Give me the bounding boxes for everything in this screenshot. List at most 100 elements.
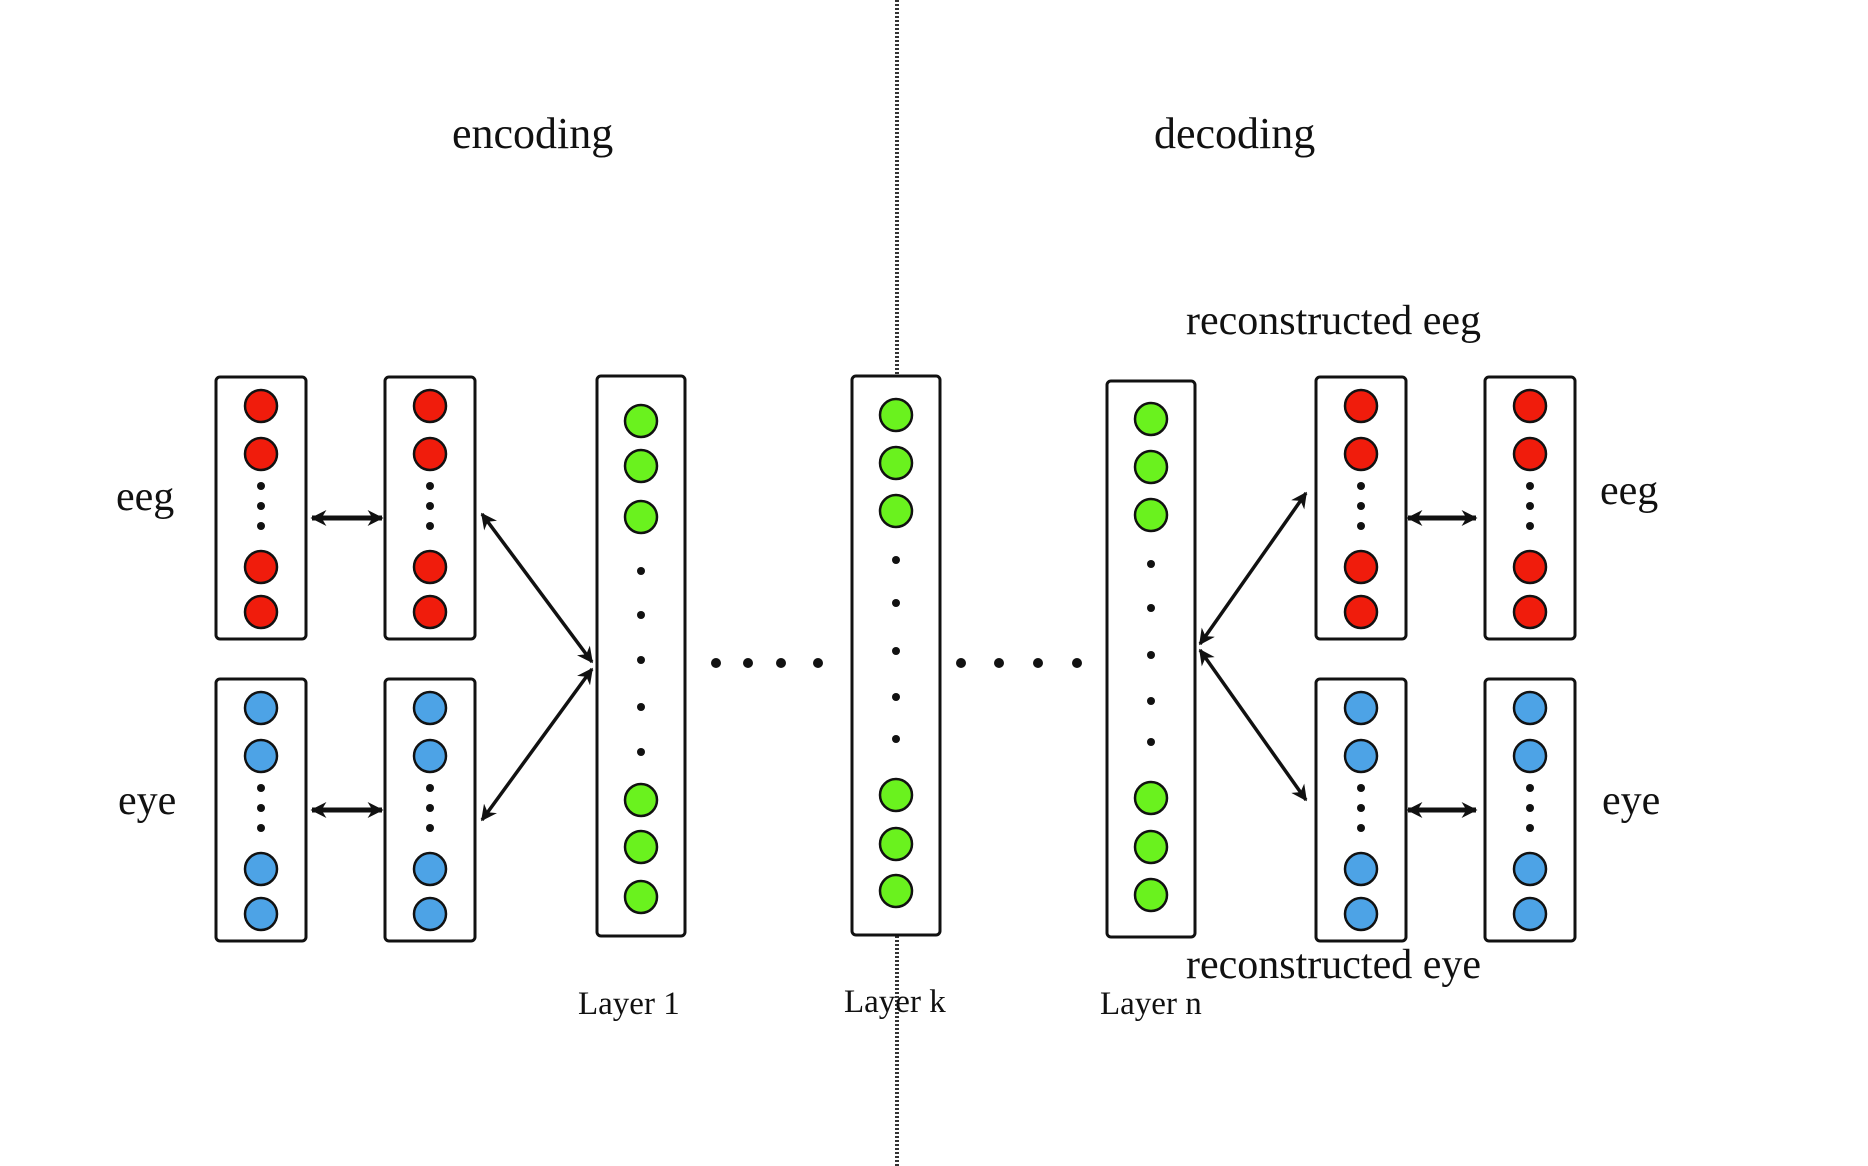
input-eeg-label: eeg	[116, 474, 175, 520]
layer-n-ellipsis-dot	[1147, 560, 1155, 568]
layer-n-node	[1133, 401, 1169, 437]
layer-k-node	[878, 873, 914, 909]
layer-k-label: Layer k	[844, 984, 946, 1020]
layer-n-ellipsis-dot	[1147, 738, 1155, 746]
input-eye-ellipsis-dot	[257, 824, 265, 832]
layer-n-node	[1133, 829, 1169, 865]
encoding-ellipsis-dot	[776, 658, 786, 668]
output-eye-ellipsis-dot	[1526, 804, 1534, 812]
input-eeg-ellipsis-dot	[257, 482, 265, 490]
input-eye-ellipsis-dot	[257, 784, 265, 792]
encoded-eye-node	[412, 851, 448, 887]
input-eeg-node	[243, 388, 279, 424]
layer-n-node	[1133, 780, 1169, 816]
encoded-eeg-ellipsis-dot	[426, 522, 434, 530]
encoded-eeg-ellipsis-dot	[426, 482, 434, 490]
input-eye-node	[243, 690, 279, 726]
encoded-eye-ellipsis-dot	[426, 824, 434, 832]
arrow-layern-to-eeg	[1198, 491, 1308, 646]
input-eye-label: eye	[118, 778, 177, 824]
decoded-eeg-node	[1343, 388, 1379, 424]
layer-n-node	[1133, 449, 1169, 485]
output-eye-node	[1512, 690, 1548, 726]
layer-n-node	[1133, 497, 1169, 533]
layer-1-ellipsis-dot	[637, 611, 645, 619]
layer-k-ellipsis-dot	[892, 647, 900, 655]
decoding-heading: decoding	[1154, 109, 1316, 158]
decoded-eye-ellipsis-dot	[1357, 784, 1365, 792]
decoded-eeg-node	[1343, 549, 1379, 585]
output-eeg-node	[1512, 388, 1548, 424]
input-eye-ellipsis-dot	[257, 804, 265, 812]
layer-1-node	[623, 829, 659, 865]
decoding-ellipsis-dot	[956, 658, 966, 668]
encoded-eye-node	[412, 738, 448, 774]
output-eye-label: eye	[1602, 778, 1661, 824]
layer-k-ellipsis-dot	[892, 599, 900, 607]
output-eye-ellipsis-dot	[1526, 824, 1534, 832]
layer-1-node	[623, 782, 659, 818]
output-eeg-ellipsis-dot	[1526, 482, 1534, 490]
decoding-ellipsis-dot	[1072, 658, 1082, 668]
layer-k-ellipsis-dot	[892, 735, 900, 743]
encoded-eye-node	[412, 896, 448, 932]
input-eeg-node	[243, 549, 279, 585]
reconstructed-eye-label: reconstructed eye	[1186, 942, 1482, 988]
layer-1-ellipsis-dot	[637, 656, 645, 664]
encoded-eeg-node	[412, 436, 448, 472]
layer-1-ellipsis-dot	[637, 703, 645, 711]
layer-n-label: Layer n	[1100, 986, 1202, 1022]
layer-k-ellipsis-dot	[892, 693, 900, 701]
layer-n-node	[1133, 877, 1169, 913]
encoded-eye-node	[412, 690, 448, 726]
layer-k-ellipsis-dot	[892, 556, 900, 564]
decoded-eye-ellipsis-dot	[1357, 804, 1365, 812]
input-eye-node	[243, 851, 279, 887]
input-eeg-node	[243, 436, 279, 472]
output-eye-node	[1512, 896, 1548, 932]
layer-k-node	[878, 445, 914, 481]
layer-1-node	[623, 879, 659, 915]
encoded-eeg-node	[412, 549, 448, 585]
input-eeg-ellipsis-dot	[257, 502, 265, 510]
decoded-eeg-node	[1343, 594, 1379, 630]
decoded-eye-node	[1343, 851, 1379, 887]
arrow-eeg-to-layer1	[480, 512, 594, 664]
layer-1-ellipsis-dot	[637, 748, 645, 756]
layer-k-node	[878, 826, 914, 862]
decoded-eeg-ellipsis-dot	[1357, 522, 1365, 530]
layer-1-ellipsis-dot	[637, 567, 645, 575]
decoded-eeg-ellipsis-dot	[1357, 502, 1365, 510]
layer-1-node	[623, 403, 659, 439]
encoded-eeg-ellipsis-dot	[426, 502, 434, 510]
input-eeg-node	[243, 594, 279, 630]
decoded-eye-node	[1343, 690, 1379, 726]
layer-1-node	[623, 499, 659, 535]
encoded-eye-ellipsis-dot	[426, 804, 434, 812]
output-eeg-ellipsis-dot	[1526, 502, 1534, 510]
layer-k-node	[878, 493, 914, 529]
reconstructed-eeg-label: reconstructed eeg	[1186, 298, 1482, 344]
encoded-eye-ellipsis-dot	[426, 784, 434, 792]
decoding-ellipsis-dot	[994, 658, 1004, 668]
arrow-eye-to-layer1	[480, 667, 594, 822]
encoded-eeg-node	[412, 594, 448, 630]
layer-1-label: Layer 1	[578, 986, 680, 1022]
layer-k-node	[878, 777, 914, 813]
decoded-eeg-ellipsis-dot	[1357, 482, 1365, 490]
layer-k-box	[850, 374, 942, 937]
encoding-heading: encoding	[452, 109, 614, 158]
decoded-eye-node	[1343, 738, 1379, 774]
output-eye-node	[1512, 738, 1548, 774]
decoding-ellipsis-dot	[1033, 658, 1043, 668]
output-eye-node	[1512, 851, 1548, 887]
encoding-ellipsis-dot	[813, 658, 823, 668]
input-eye-node	[243, 738, 279, 774]
output-eeg-label: eeg	[1600, 468, 1659, 514]
layer-1-node	[623, 448, 659, 484]
output-eeg-node	[1512, 549, 1548, 585]
output-eeg-node	[1512, 594, 1548, 630]
decoded-eye-node	[1343, 896, 1379, 932]
arrow-layern-to-eye	[1198, 648, 1308, 802]
